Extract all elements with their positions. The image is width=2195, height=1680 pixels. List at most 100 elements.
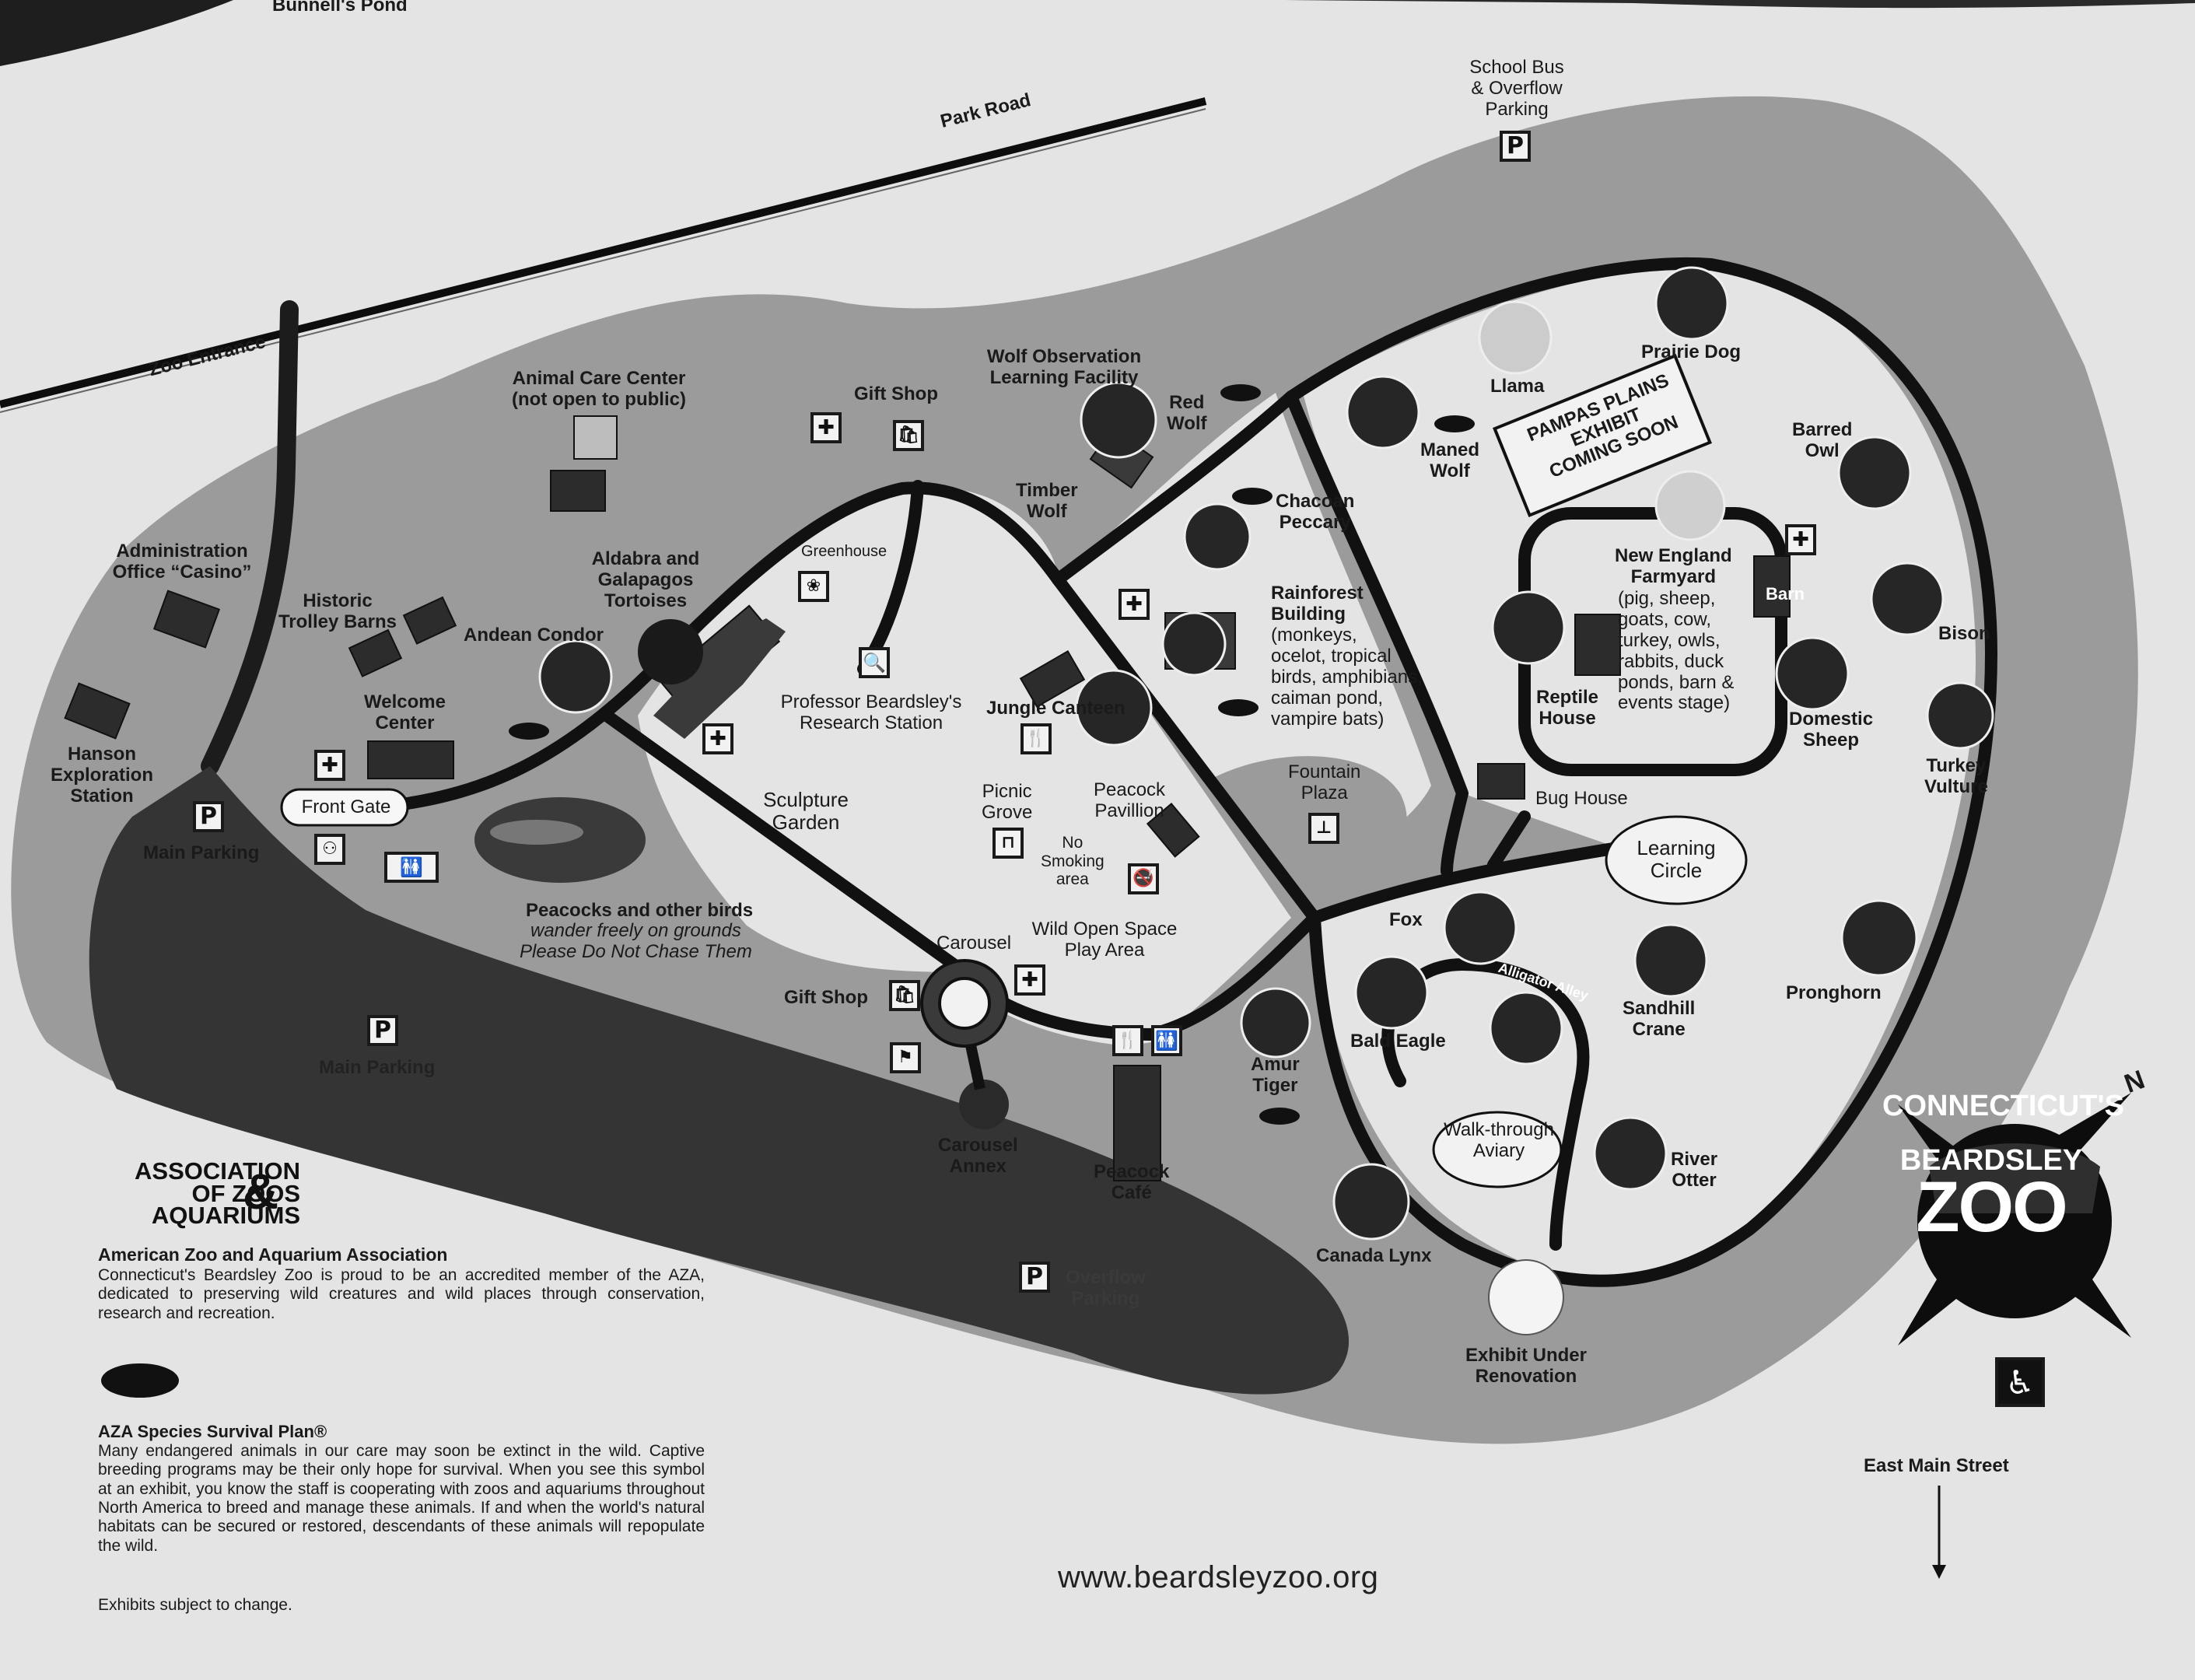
exhibits-disclaimer: Exhibits subject to change. xyxy=(98,1596,292,1614)
label-llama: Llama xyxy=(1490,376,1545,397)
picnic-table-icon: ⊓ xyxy=(992,828,1024,859)
label-peacocks-note: wander freely on grounds Please Do Not C… xyxy=(520,920,752,962)
first-aid-icon: ✚ xyxy=(1785,524,1816,555)
shop-icon: 🛍 xyxy=(893,420,924,451)
parking-icon: P xyxy=(1500,131,1531,162)
label-barred-owl: Barred Owl xyxy=(1792,419,1853,461)
label-east-main-street: East Main Street xyxy=(1864,1455,2009,1476)
label-fox: Fox xyxy=(1389,909,1423,930)
label-reptile-house: Reptile House xyxy=(1536,687,1599,729)
label-timber-wolf: Timber Wolf xyxy=(1016,480,1078,522)
park-road xyxy=(0,97,1207,408)
label-peacocks-title: Peacocks and other birds xyxy=(526,900,754,921)
first-aid-icon: ✚ xyxy=(1014,964,1045,996)
pond-edge-right xyxy=(1283,0,2195,9)
learning-circle xyxy=(1605,815,1748,905)
central-lawn xyxy=(638,488,1291,1046)
label-aldabra-tortoises: Aldabra and Galapagos Tortoises xyxy=(591,548,700,611)
label-peacock-pavillion: Peacock Pavillion xyxy=(1094,779,1166,821)
badge-line-1: CONNECTICUT'S xyxy=(1882,1089,2124,1122)
ssp-body: Many endangered animals in our care may … xyxy=(98,1442,705,1555)
parking-icon: P xyxy=(193,801,224,832)
label-river-otter: River Otter xyxy=(1671,1149,1718,1191)
accessible-icon: ♿ xyxy=(1995,1357,2045,1407)
no-smoking-icon: 🚭 xyxy=(1128,863,1159,894)
label-main-parking-1: Main Parking xyxy=(143,842,260,863)
label-overflow-parking: Overflow Parking xyxy=(1066,1267,1146,1309)
greenhouse-icon: ❀ xyxy=(798,571,829,602)
aza-title: American Zoo and Aquarium Association xyxy=(98,1244,448,1265)
label-chacoan-peccary: Chacoan Peccary xyxy=(1276,491,1355,533)
restroom-icon: 🚻 xyxy=(384,852,439,883)
main-parking-lot xyxy=(89,766,1350,1395)
first-aid-icon: ✚ xyxy=(702,723,733,754)
label-professor-research: Professor Beardsley's Research Station xyxy=(780,691,962,733)
aza-body: Connecticut's Beardsley Zoo is proud to … xyxy=(98,1266,705,1322)
label-amur-tiger: Amur Tiger xyxy=(1251,1054,1300,1096)
label-pronghorn: Pronghorn xyxy=(1786,982,1882,1003)
label-front-gate: Front Gate xyxy=(301,796,391,817)
label-greenhouse: Greenhouse xyxy=(801,543,887,560)
parking-icon: P xyxy=(367,1015,398,1046)
label-gift-shop-top: Gift Shop xyxy=(854,383,938,404)
label-bald-eagle: Bald Eagle xyxy=(1350,1031,1446,1052)
compass-star xyxy=(1898,1093,2131,1346)
first-aid-icon: ✚ xyxy=(1119,589,1150,620)
badge-line-2: BEARDSLEY xyxy=(1899,1143,2083,1177)
label-barn: Barn xyxy=(1766,584,1805,604)
bunnells-pond-water xyxy=(0,0,233,66)
label-rainforest-title: Rainforest Building xyxy=(1271,583,1364,625)
zoo-website-url[interactable]: www.beardsleyzoo.org xyxy=(1058,1560,1379,1594)
label-school-bus-parking: School Bus & Overflow Parking xyxy=(1469,57,1564,120)
label-animal-care-center: Animal Care Center (not open to public) xyxy=(512,368,686,410)
peacock-photo-highlight xyxy=(490,820,583,845)
andean-condor-exhibit xyxy=(638,619,703,684)
aza-logo-ampersand: & xyxy=(243,1164,279,1220)
carousel-annex-circle xyxy=(959,1080,1009,1129)
label-sculpture-garden: Sculpture Garden xyxy=(763,788,849,835)
ssp-title: AZA Species Survival Plan® xyxy=(98,1422,327,1441)
shop-icon: 🛍 xyxy=(889,980,920,1011)
badge-line-3: ZOO xyxy=(1916,1167,2067,1247)
tortoise-building xyxy=(653,618,786,739)
label-main-parking-2: Main Parking xyxy=(319,1057,436,1078)
label-red-wolf: Red Wolf xyxy=(1167,392,1207,434)
label-jungle-canteen: Jungle Canteen xyxy=(986,698,1126,719)
label-fountain-plaza: Fountain Plaza xyxy=(1288,761,1361,803)
label-farmyard-desc: (pig, sheep, goats, cow, turkey, owls, r… xyxy=(1618,588,1735,714)
restroom-icon: 🚻 xyxy=(1151,1025,1182,1056)
front-gate-pill xyxy=(280,788,409,827)
label-andean-condor: Andean Condor xyxy=(464,625,604,646)
first-aid-icon: ✚ xyxy=(810,412,842,443)
info-family-icon: ⚇ xyxy=(314,834,345,865)
food-icon: 🍴 xyxy=(1020,723,1052,754)
ssp-rhino-icons xyxy=(101,384,1475,1398)
label-wild-open-space: Wild Open Space Play Area xyxy=(1031,919,1178,961)
carousel-center xyxy=(938,977,991,1030)
label-bison: Bison xyxy=(1938,623,1990,644)
label-hanson-station: Hanson Exploration Station xyxy=(50,744,153,807)
animal-photos xyxy=(538,266,1994,1241)
magnifier-icon: 🔍 xyxy=(859,647,890,678)
label-carousel: Carousel xyxy=(936,933,1012,954)
label-walk-through-aviary: Walk-through Aviary xyxy=(1444,1119,1554,1161)
label-welcome-center: Welcome Center xyxy=(364,691,446,733)
label-carousel-annex: Carousel Annex xyxy=(938,1135,1018,1177)
first-aid-icon: ✚ xyxy=(314,750,345,781)
label-sandhill-crane: Sandhill Crane xyxy=(1623,998,1696,1040)
label-maned-wolf: Maned Wolf xyxy=(1420,439,1480,481)
pampas-sign-box xyxy=(1493,353,1712,518)
beardsley-zoo-badge: CONNECTICUT'S BEARDSLEY ZOO xyxy=(1882,1066,2124,1267)
label-bug-house: Bug House xyxy=(1535,788,1628,809)
label-prairie-dog: Prairie Dog xyxy=(1641,341,1742,362)
label-exhibit-under-renovation: Exhibit Under Renovation xyxy=(1465,1345,1587,1387)
aviary-bubble xyxy=(1432,1111,1563,1188)
label-picnic-grove: Picnic Grove xyxy=(982,781,1033,823)
fountain-icon: ⊥ xyxy=(1308,813,1339,844)
label-rainforest-desc: (monkeys, ocelot, tropical birds, amphib… xyxy=(1271,625,1423,730)
parking-icon: P xyxy=(1019,1262,1050,1293)
entrance-drive xyxy=(201,300,299,775)
park-road-lower-edge xyxy=(0,108,1206,413)
exhibit-under-renovation xyxy=(1488,1259,1564,1335)
